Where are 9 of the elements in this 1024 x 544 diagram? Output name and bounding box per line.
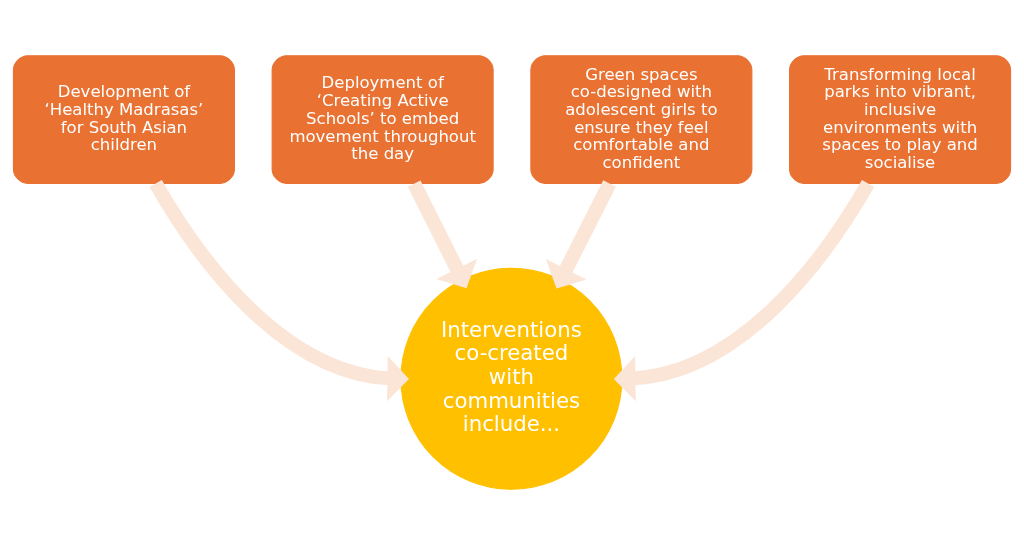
node-circle: Interventions co-created with communities include... (400, 267, 623, 490)
arrow (545, 179, 616, 289)
arrow (407, 179, 478, 288)
arrow (149, 179, 409, 401)
node-box: Green spaces co-designed with adolescent girls to ensure they feel comfortable and confident (530, 54, 753, 184)
node-box: Deployment of ‘Creating Active Schools’ to embed movement throughout the day (271, 54, 494, 184)
node-box: Development of ‘Healthy Madrasas’ for South Asian children (12, 54, 235, 184)
node-box: Transforming local parks into vibrant, inclusive environments with spaces to play and socialise (789, 54, 1012, 184)
arrow (613, 179, 875, 401)
